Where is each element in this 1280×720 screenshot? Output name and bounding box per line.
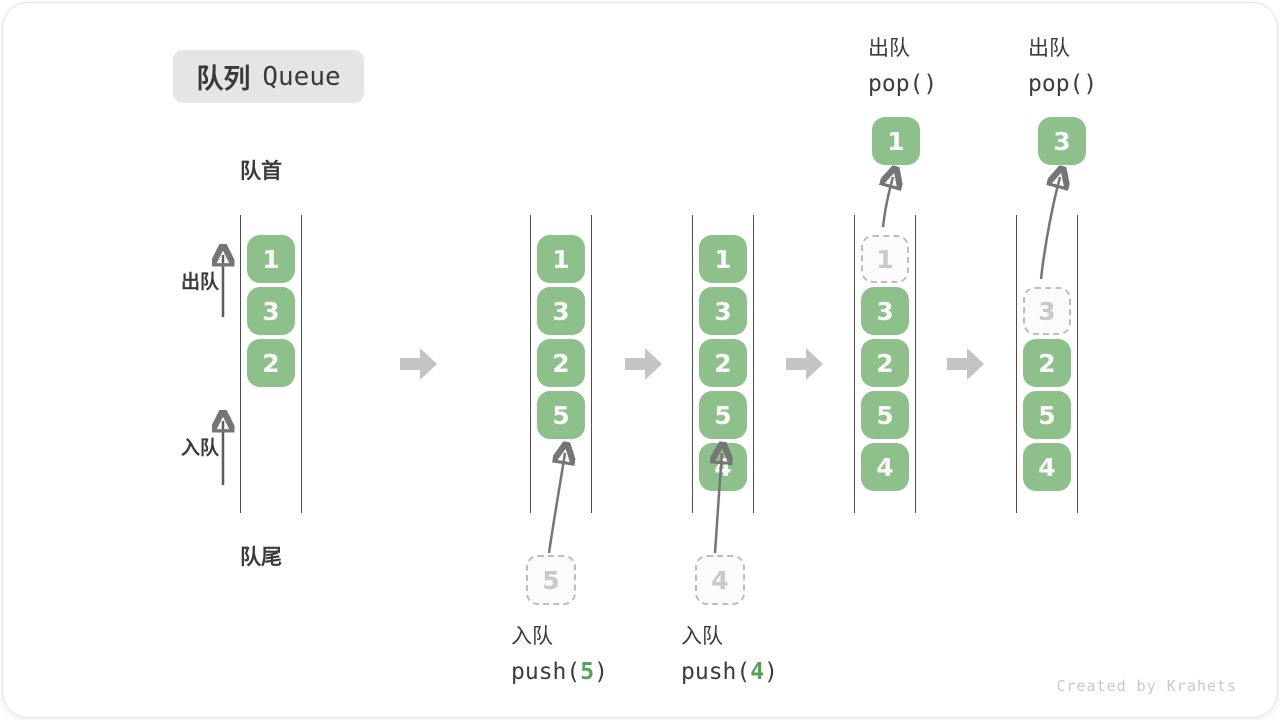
popped-value-box-1: 1 <box>872 117 920 165</box>
pop3-code-text: pop() <box>1028 71 1098 97</box>
push5-arg: 5 <box>580 659 595 685</box>
label-enqueue: 入队 <box>180 438 219 459</box>
popped-value-box-3: 3 <box>1038 117 1086 165</box>
queue-cell-solid: 3 <box>861 287 909 335</box>
push4-arrow-icon <box>701 441 741 554</box>
queue-cell-solid: 2 <box>1023 339 1071 387</box>
pop1-code-text: pop() <box>868 71 938 97</box>
queue-cell-solid: 2 <box>247 339 295 387</box>
pop1-arrow-icon <box>871 169 907 228</box>
pop3-action-text: 出队 <box>1028 37 1070 60</box>
pop3-operation-label: 出队 pop() <box>1028 32 1097 97</box>
queue-cell-solid: 1 <box>247 235 295 283</box>
queue-cell-solid: 3 <box>537 287 585 335</box>
queue-cell-solid: 3 <box>247 287 295 335</box>
queue-cell-solid: 1 <box>699 235 747 283</box>
label-queue-rear: 队尾 <box>240 546 282 569</box>
queue-cell-solid: 4 <box>1023 443 1071 491</box>
queue-cell-solid: 5 <box>537 391 585 439</box>
push5-code-text: push(5) <box>511 659 608 685</box>
push4-operation-label: 入队 push(4) <box>681 620 778 685</box>
label-dequeue: 出队 <box>180 272 219 293</box>
queue-cell-dashed: 1 <box>861 235 909 283</box>
queue-cell-solid: 2 <box>861 339 909 387</box>
queue-cell-solid: 5 <box>699 391 747 439</box>
push4-code-text: push(4) <box>681 659 778 685</box>
pop1-action-text: 出队 <box>868 37 910 60</box>
queue-cell-solid: 3 <box>699 287 747 335</box>
label-queue-front: 队首 <box>240 160 282 183</box>
push5-arrow-icon <box>547 441 579 554</box>
title-en: Queue <box>262 61 341 92</box>
push4-arg: 4 <box>750 659 765 685</box>
push4-action-text: 入队 <box>681 625 723 648</box>
push5-operation-label: 入队 push(5) <box>511 620 608 685</box>
watermark: Created by Krahets <box>1056 677 1237 695</box>
title-badge: 队列 Queue <box>173 50 364 103</box>
transition-arrow-icon <box>400 348 437 380</box>
transition-arrow-icon <box>947 348 984 380</box>
pop3-arrow-icon <box>1039 169 1073 280</box>
queue-cell-solid: 2 <box>699 339 747 387</box>
incoming-value-box-4: 4 <box>695 555 745 605</box>
title-zh: 队列 <box>196 64 251 94</box>
queue-cell-solid: 1 <box>537 235 585 283</box>
queue-cell-solid: 2 <box>537 339 585 387</box>
queue-cell-solid: 5 <box>1023 391 1071 439</box>
transition-arrow-icon <box>786 348 823 380</box>
incoming-value-box-5: 5 <box>526 555 576 605</box>
queue-cell-solid: 4 <box>861 443 909 491</box>
queue-cell-solid: 5 <box>861 391 909 439</box>
transition-arrow-icon <box>625 348 662 380</box>
dequeue-direction-arrow-icon <box>211 245 235 317</box>
pop1-operation-label: 出队 pop() <box>868 32 937 97</box>
queue-cell-dashed: 3 <box>1023 287 1071 335</box>
push5-action-text: 入队 <box>511 625 553 648</box>
enqueue-direction-arrow-icon <box>211 411 235 485</box>
